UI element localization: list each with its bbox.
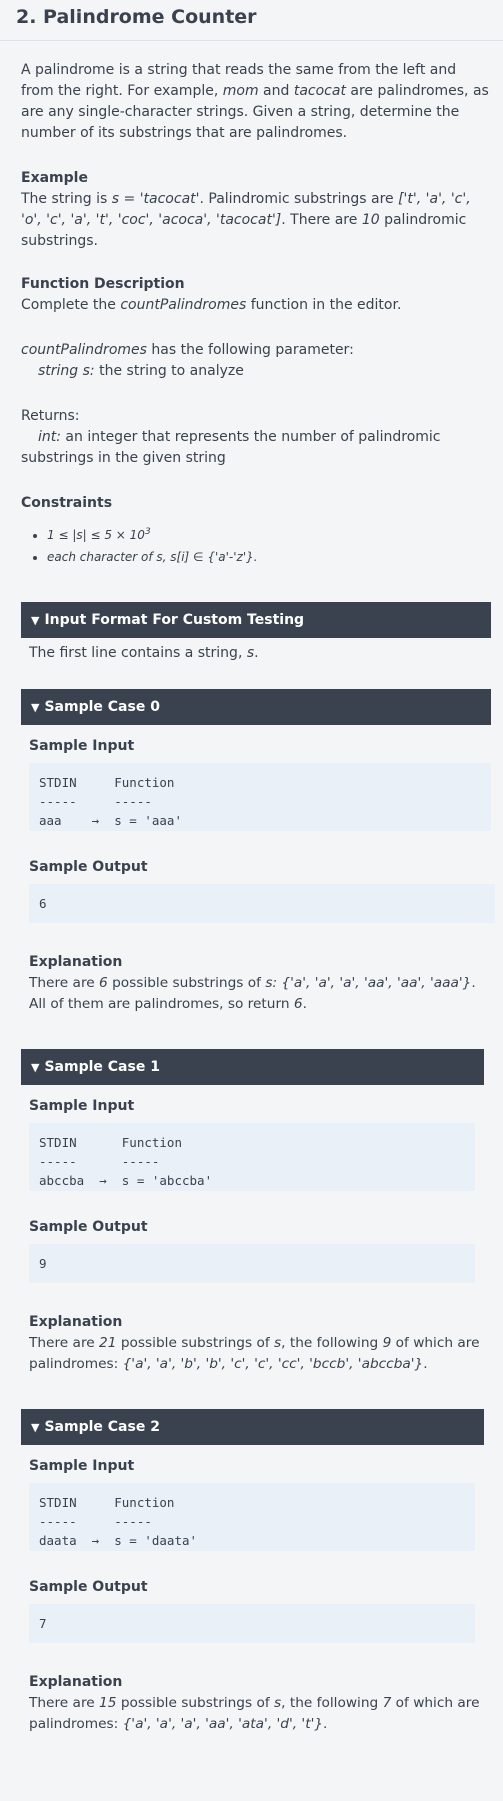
sample-case-2: Sample Input STDIN Function ----- ----- … <box>21 1455 491 1735</box>
constraints-list: 1 ≤ |s| ≤ 5 × 103 each character of s, s… <box>21 524 491 568</box>
explanation-text: There are 15 possible substrings of s, t… <box>29 1695 480 1732</box>
sample-case-1-toggle[interactable]: ▼Sample Case 1 <box>21 1049 484 1085</box>
example-text: The string is s = 'tacocat'. Palindromic… <box>21 191 471 249</box>
sample-case-0: Sample Input STDIN Function ----- ----- … <box>21 735 495 1015</box>
sample-output-label: Sample Output <box>29 859 148 875</box>
input-format-toggle[interactable]: ▼Input Format For Custom Testing <box>21 602 491 638</box>
sample-output-label: Sample Output <box>29 1219 148 1235</box>
problem-body: A palindrome is a string that reads the … <box>21 60 495 1735</box>
triangle-down-icon: ▼ <box>31 701 40 714</box>
sample-input-code: STDIN Function ----- ----- aaa → s = 'aa… <box>29 763 491 831</box>
sample-input-code: STDIN Function ----- ----- abccba → s = … <box>29 1123 475 1191</box>
sample-output-code: 6 <box>29 884 495 923</box>
input-format-text: The first line contains a string, s. <box>29 645 259 661</box>
constraint-item: 1 ≤ |s| ≤ 5 × 103 <box>47 524 491 546</box>
sample-case-1: Sample Input STDIN Function ----- ----- … <box>21 1095 491 1375</box>
explanation-label: Explanation <box>29 1674 123 1690</box>
returns-heading: Returns: <box>21 408 80 424</box>
sample-case-0-toggle[interactable]: ▼Sample Case 0 <box>21 689 491 725</box>
function-description-heading: Function Description <box>21 276 185 292</box>
sample-input-label: Sample Input <box>29 1098 135 1114</box>
params-text: countPalindromes has the following param… <box>21 342 354 358</box>
sample-output-code: 7 <box>29 1604 475 1643</box>
explanation-label: Explanation <box>29 954 123 970</box>
explanation-text: There are 21 possible substrings of s, t… <box>29 1335 480 1372</box>
explanation-label: Explanation <box>29 1314 123 1330</box>
triangle-down-icon: ▼ <box>31 614 40 627</box>
returns-text: int: an integer that represents the numb… <box>21 429 441 466</box>
constraints-heading: Constraints <box>21 495 113 511</box>
function-description-text: Complete the countPalindromes function i… <box>21 297 402 313</box>
explanation-text: There are 6 possible substrings of s: {'… <box>29 975 476 1012</box>
sample-case-2-toggle[interactable]: ▼Sample Case 2 <box>21 1409 484 1445</box>
sample-input-label: Sample Input <box>29 738 135 754</box>
param-line: string s: the string to analyze <box>38 363 244 379</box>
sample-input-label: Sample Input <box>29 1458 135 1474</box>
intro-paragraph: A palindrome is a string that reads the … <box>21 62 489 141</box>
sample-output-code: 9 <box>29 1244 475 1283</box>
constraint-item: each character of s, s[i] ∈ {'a'-'z'}. <box>47 546 491 568</box>
triangle-down-icon: ▼ <box>31 1061 40 1074</box>
example-heading: Example <box>21 170 88 186</box>
triangle-down-icon: ▼ <box>31 1421 40 1434</box>
sample-input-code: STDIN Function ----- ----- daata → s = '… <box>29 1483 475 1551</box>
sample-output-label: Sample Output <box>29 1579 148 1595</box>
page-title: 2. Palindrome Counter <box>0 0 503 41</box>
